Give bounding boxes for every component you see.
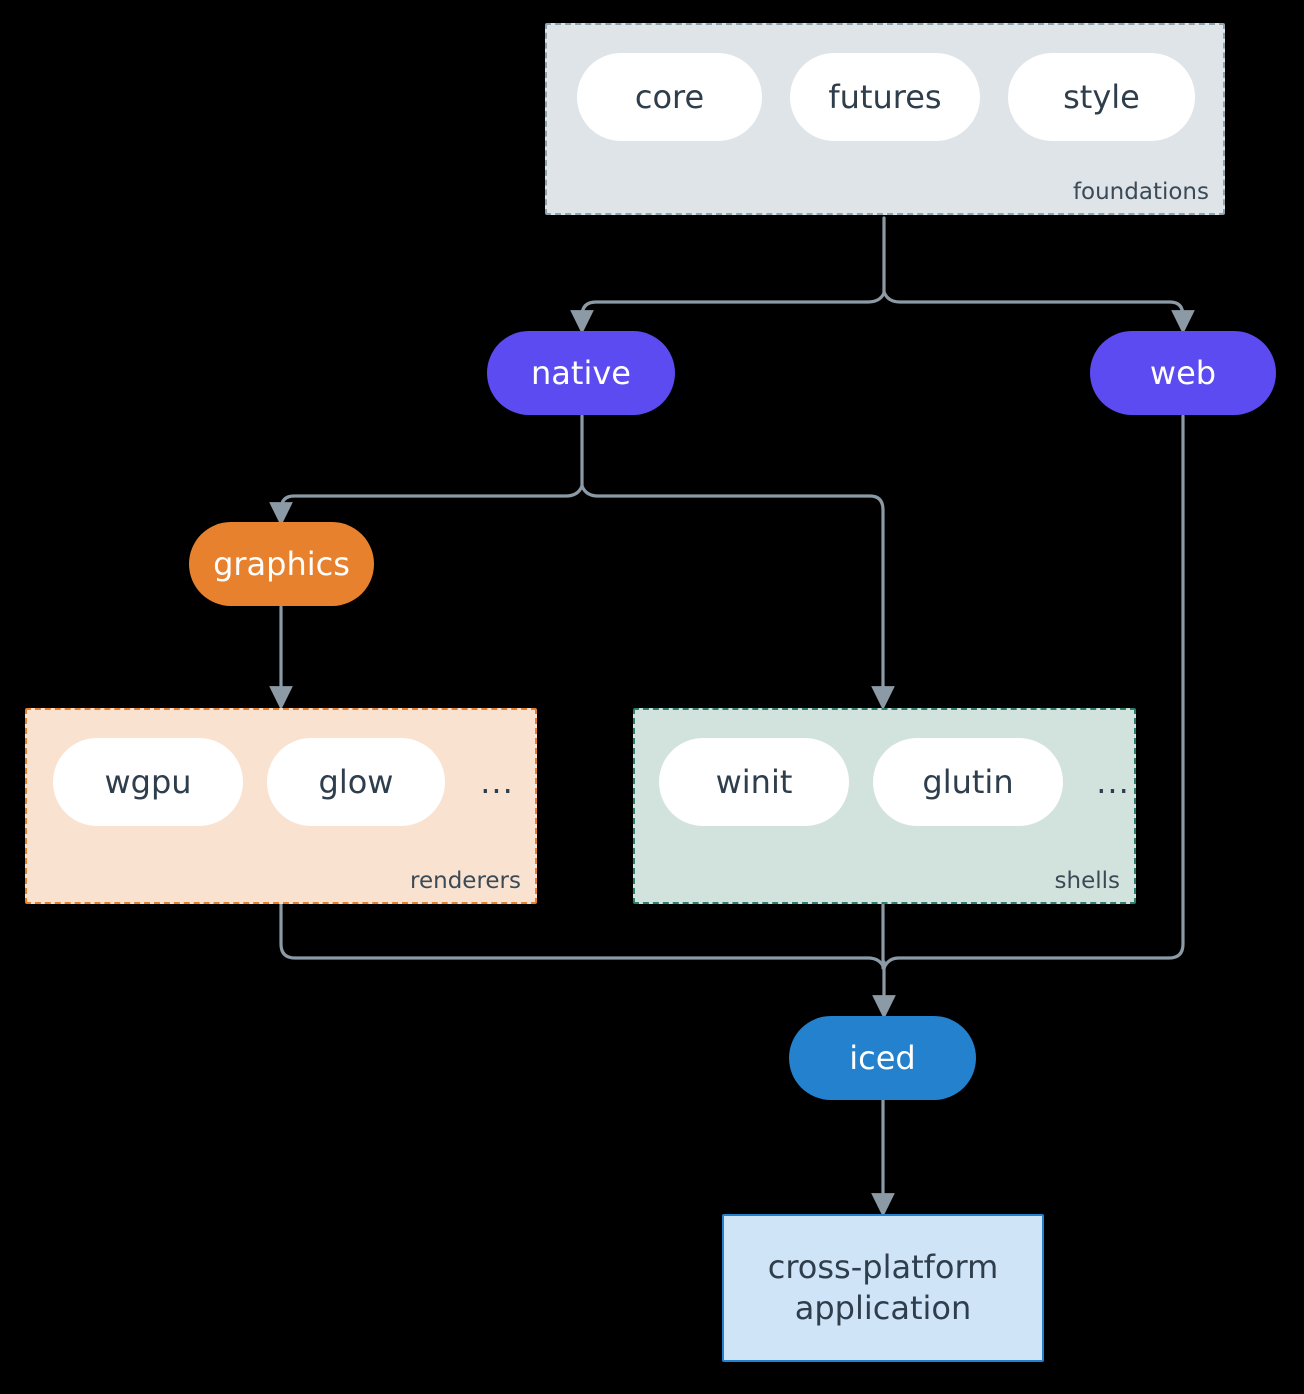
- pill-glutin-label: glutin: [922, 763, 1014, 801]
- node-web[interactable]: web: [1090, 331, 1276, 415]
- node-web-label: web: [1149, 354, 1217, 392]
- cluster-foundations: core futures style foundations: [545, 23, 1225, 215]
- shells-ellipsis: ...: [1096, 763, 1130, 801]
- cluster-shells: winit glutin ... shells: [633, 708, 1136, 904]
- pill-glutin[interactable]: glutin: [873, 738, 1063, 826]
- pill-style[interactable]: style: [1008, 53, 1195, 141]
- pill-futures-label: futures: [828, 78, 942, 116]
- edge-native-shells: [580, 484, 895, 711]
- edge-native-graphics: [269, 484, 584, 527]
- pill-winit-label: winit: [715, 763, 793, 801]
- pill-core[interactable]: core: [577, 53, 762, 141]
- edge-renderers-iced: [279, 903, 886, 970]
- node-iced[interactable]: iced: [789, 1016, 976, 1100]
- node-graphics[interactable]: graphics: [189, 522, 374, 606]
- pill-glow[interactable]: glow: [267, 738, 445, 826]
- node-iced-label: iced: [849, 1039, 916, 1077]
- pill-wgpu-label: wgpu: [104, 763, 192, 801]
- cluster-foundations-items: core futures style: [577, 53, 1195, 141]
- node-native[interactable]: native: [487, 331, 675, 415]
- cluster-shells-items: winit glutin ...: [659, 738, 1139, 826]
- pill-glow-label: glow: [318, 763, 394, 801]
- cluster-renderers-label: renderers: [410, 868, 521, 894]
- cluster-shells-label: shells: [1054, 868, 1120, 894]
- node-application-label-line2: application: [794, 1289, 972, 1327]
- renderers-ellipsis: ...: [480, 763, 514, 801]
- cluster-renderers-items: wgpu glow ...: [53, 738, 525, 826]
- cluster-foundations-label: foundations: [1072, 179, 1209, 205]
- node-graphics-label: graphics: [213, 545, 350, 583]
- edge-foundations-web: [882, 290, 1195, 335]
- cluster-renderers: wgpu glow ... renderers: [25, 708, 537, 904]
- pill-futures[interactable]: futures: [790, 53, 980, 141]
- node-native-label: native: [531, 354, 631, 392]
- pill-winit[interactable]: winit: [659, 738, 849, 826]
- pill-style-label: style: [1063, 78, 1140, 116]
- pill-core-label: core: [634, 78, 705, 116]
- edge-foundations-native: [570, 290, 886, 335]
- node-cross-platform-application[interactable]: cross-platform application: [722, 1214, 1044, 1362]
- pill-wgpu[interactable]: wgpu: [53, 738, 243, 826]
- node-application-label-line1: cross-platform: [767, 1248, 999, 1287]
